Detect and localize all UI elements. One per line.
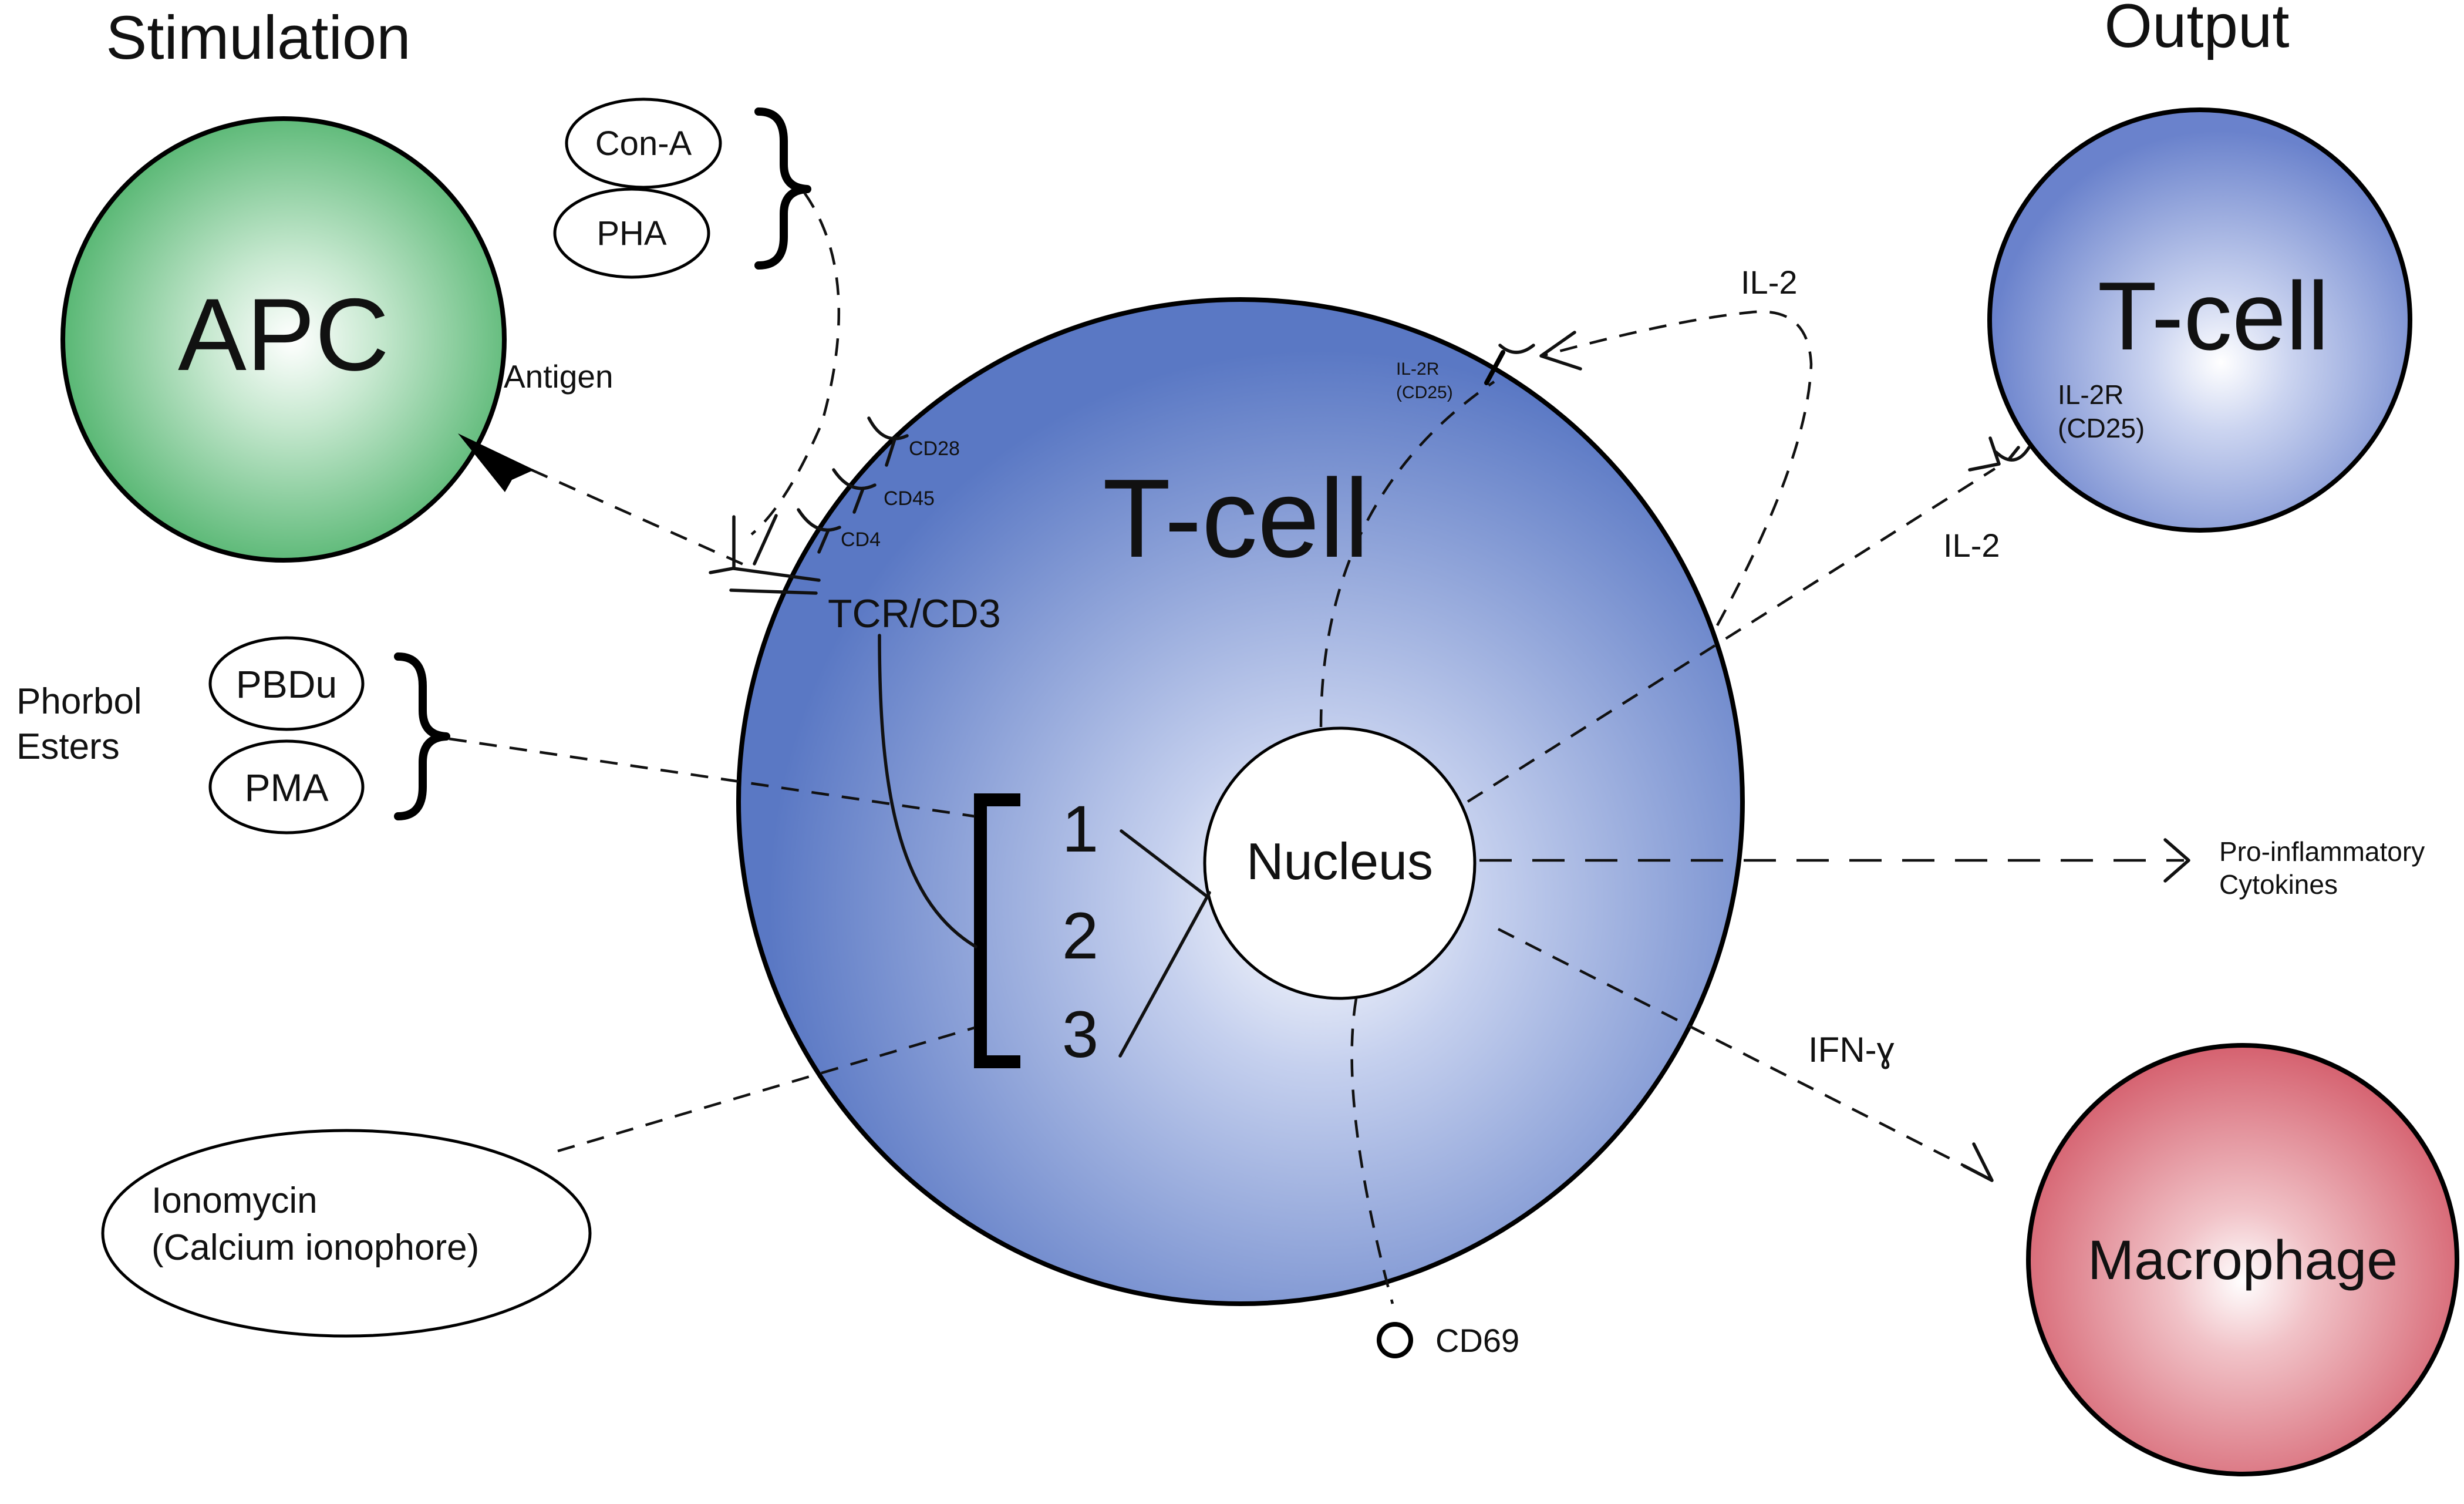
cd45-label: CD45 <box>884 487 935 510</box>
signal-1-to-nucleus-line <box>1120 829 1210 899</box>
con-a-pha-brace <box>754 107 811 270</box>
cytokines-arrowhead <box>2163 838 2190 883</box>
calcium-ionophore-label: (Calcium ionophore) <box>151 1227 479 1268</box>
ionomycin-oval <box>101 1129 592 1338</box>
pbdu-oval <box>208 636 365 731</box>
il2r-center-receptor <box>1484 344 1535 385</box>
output-tcell-label: T-cell <box>2098 262 2329 370</box>
antigen-dash <box>531 468 749 568</box>
il2-autocrine-arrowhead <box>1539 331 1582 371</box>
phorbol-label: Phorbol <box>16 681 142 722</box>
con-a-pha-dash <box>750 191 841 536</box>
cd4-receptor <box>797 508 841 554</box>
pha-oval <box>553 187 710 279</box>
pma-oval <box>208 739 365 835</box>
tcr-cd3-label: TCR/CD3 <box>828 591 1001 636</box>
con-a-label: Con-A <box>595 125 692 163</box>
il2r-output-label: IL-2R <box>2058 379 2123 410</box>
il2-autocrine-label: IL-2 <box>1741 264 1798 301</box>
cd45-receptor <box>832 468 877 514</box>
phorbol-dash <box>449 737 975 818</box>
cytokines-label: Pro-inflammatory <box>2219 836 2425 867</box>
pha-label: PHA <box>596 214 667 253</box>
il2r-output-receptor <box>1994 446 2031 462</box>
nucleus-to-il2r-dash <box>1319 381 1495 728</box>
pma-label: PMA <box>244 766 328 809</box>
il2r-center-sub-label: (CD25) <box>1396 383 1453 402</box>
il2r-center-label: IL-2R <box>1396 359 1439 379</box>
cd69-marker <box>1377 1322 1413 1358</box>
ionomycin-dash <box>557 1026 975 1153</box>
tcr-to-signal-2-line <box>878 634 977 948</box>
output-tcell <box>1987 107 2412 533</box>
nucleus-label: Nucleus <box>1246 832 1433 890</box>
signal-3-label: 3 <box>1062 998 1098 1071</box>
signal-1-label: 1 <box>1062 792 1098 866</box>
antigen-label: Antigen <box>504 358 614 395</box>
macrophage-label: Macrophage <box>2088 1229 2398 1291</box>
apc-cell <box>60 116 507 563</box>
ifn-gamma-arrowhead <box>1962 1142 1994 1182</box>
signal-3-to-nucleus-line <box>1118 891 1211 1058</box>
central-tcell-label: T-cell <box>1103 456 1369 581</box>
signal-bracket <box>974 793 1020 1068</box>
il2-paracrine-label: IL-2 <box>1943 527 2000 564</box>
cytokines-sub-label: Cytokines <box>2219 869 2338 900</box>
ifn-gamma-label: IFN-ɣ <box>1808 1030 1895 1069</box>
ionomycin-label: Ionomycin <box>151 1180 318 1221</box>
tcr-cd3-receptor <box>709 514 821 595</box>
phorbol-brace <box>394 652 450 820</box>
cd28-receptor <box>867 416 909 467</box>
il2r-output-sub-label: (CD25) <box>2058 413 2145 443</box>
nucleus <box>1203 726 1477 1000</box>
esters-label: Esters <box>16 726 120 767</box>
pbdu-label: PBDu <box>236 662 337 706</box>
nucleus-to-cd69-dash <box>1350 998 1394 1304</box>
il2-paracrine-arrowhead <box>1968 436 2001 472</box>
macrophage-cell <box>2026 1043 2459 1476</box>
il2-autocrine-dash <box>1543 310 1813 627</box>
antigen-arrowhead <box>458 433 534 492</box>
signal-2-label: 2 <box>1062 899 1098 973</box>
con-a-oval <box>565 97 722 189</box>
apc-label: APC <box>178 278 389 392</box>
il2-paracrine-dash <box>1467 467 1996 803</box>
heading-stimulation: Stimulation <box>106 4 410 72</box>
heading-output: Output <box>2104 0 2289 60</box>
cd28-label: CD28 <box>909 438 960 460</box>
cd69-label: CD69 <box>1435 1322 1519 1359</box>
cd4-label: CD4 <box>841 529 881 551</box>
